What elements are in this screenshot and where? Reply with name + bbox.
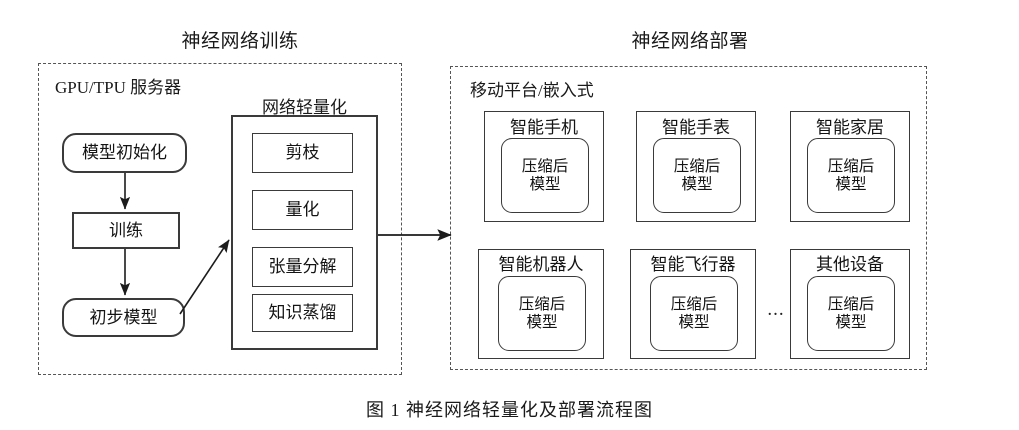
- flow-step-model-init-label: 模型初始化: [82, 143, 167, 163]
- deployment-panel-label: 移动平台/嵌入式: [470, 81, 594, 100]
- flow-step-initial-model[interactable]: 初步模型: [62, 298, 185, 337]
- training-panel-label: GPU/TPU 服务器: [55, 78, 182, 97]
- lightweighting-item-quantization-label: 量化: [285, 200, 320, 220]
- compressed-model-box: 压缩后 模型: [650, 276, 738, 351]
- flow-step-training[interactable]: 训练: [72, 212, 180, 249]
- device-card-smart-home-label: 智能家居: [816, 118, 884, 137]
- device-card-smartphone-label: 智能手机: [510, 118, 578, 137]
- compressed-model-line2: 模型: [835, 313, 867, 331]
- lightweighting-item-knowledge-distillation[interactable]: 知识蒸馏: [252, 294, 353, 332]
- lightweighting-item-tensor-decomposition[interactable]: 张量分解: [252, 247, 353, 287]
- device-card-smartphone[interactable]: 智能手机 压缩后 模型: [484, 111, 604, 222]
- device-card-other-devices-label: 其他设备: [816, 255, 884, 274]
- compressed-model-box: 压缩后 模型: [807, 276, 895, 351]
- device-card-other-devices[interactable]: 其他设备 压缩后 模型: [790, 249, 910, 359]
- compressed-model-box: 压缩后 模型: [653, 138, 741, 213]
- device-card-smart-home[interactable]: 智能家居 压缩后 模型: [790, 111, 910, 222]
- devices-ellipsis: ...: [767, 299, 785, 320]
- right-section-title: 神经网络部署: [631, 31, 749, 52]
- compressed-model-line2: 模型: [678, 313, 710, 331]
- compressed-model-line1: 压缩后: [521, 157, 569, 175]
- compressed-model-line2: 模型: [835, 175, 867, 193]
- left-section-title: 神经网络训练: [181, 31, 299, 52]
- compressed-model-box: 压缩后 模型: [501, 138, 589, 213]
- compressed-model-line1: 压缩后: [670, 295, 718, 313]
- device-card-smart-robot-label: 智能机器人: [498, 255, 584, 274]
- device-card-smart-aircraft[interactable]: 智能飞行器 压缩后 模型: [630, 249, 756, 359]
- compressed-model-line1: 压缩后: [827, 295, 875, 313]
- device-card-smartwatch[interactable]: 智能手表 压缩后 模型: [636, 111, 756, 222]
- device-card-smart-aircraft-label: 智能飞行器: [650, 255, 736, 274]
- flow-step-model-init[interactable]: 模型初始化: [62, 133, 187, 173]
- lightweighting-item-pruning-label: 剪枝: [285, 143, 320, 163]
- compressed-model-line2: 模型: [529, 175, 561, 193]
- lightweighting-item-quantization[interactable]: 量化: [252, 190, 353, 230]
- lightweighting-item-pruning[interactable]: 剪枝: [252, 133, 353, 173]
- compressed-model-line1: 压缩后: [827, 157, 875, 175]
- compressed-model-box: 压缩后 模型: [807, 138, 895, 213]
- compressed-model-line2: 模型: [526, 313, 558, 331]
- compressed-model-line1: 压缩后: [518, 295, 566, 313]
- device-card-smart-robot[interactable]: 智能机器人 压缩后 模型: [478, 249, 604, 359]
- flow-step-initial-model-label: 初步模型: [89, 307, 158, 327]
- compressed-model-line1: 压缩后: [673, 157, 721, 175]
- flow-step-training-label: 训练: [109, 220, 143, 240]
- device-card-smartwatch-label: 智能手表: [662, 118, 730, 137]
- lightweighting-group-title: 网络轻量化: [262, 98, 347, 117]
- lightweighting-item-tensor-decomposition-label: 张量分解: [268, 257, 337, 277]
- compressed-model-box: 压缩后 模型: [498, 276, 586, 351]
- figure-caption: 图 1 神经网络轻量化及部署流程图: [366, 400, 653, 420]
- lightweighting-item-knowledge-distillation-label: 知识蒸馏: [268, 303, 337, 323]
- compressed-model-line2: 模型: [681, 175, 713, 193]
